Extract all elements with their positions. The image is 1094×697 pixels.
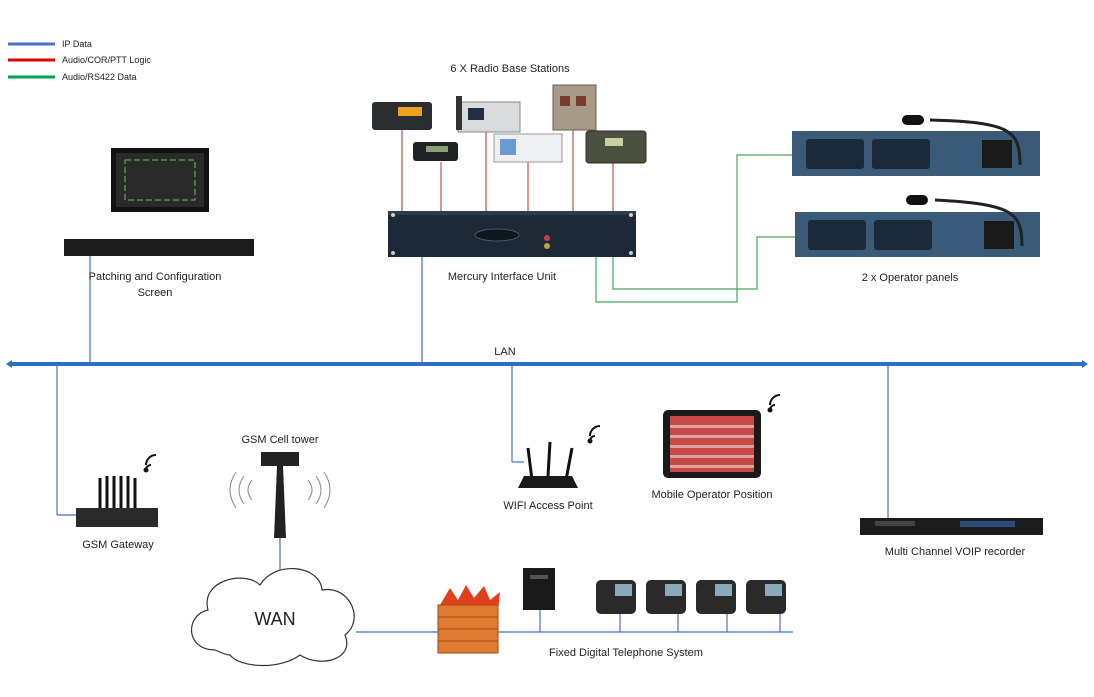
patching-configuration-screen xyxy=(64,148,254,256)
wifi-access-point xyxy=(518,425,601,488)
radio-5-icon xyxy=(552,84,597,131)
operator-panel-1 xyxy=(792,115,1040,176)
wan-cloud: WAN xyxy=(191,568,355,667)
mercury-interface-unit xyxy=(388,211,636,257)
gsm-tower-label: GSM Cell tower xyxy=(241,434,318,446)
gsm-gateway-label: GSM Gateway xyxy=(82,539,154,551)
phone-icon xyxy=(596,580,636,614)
voip-recorder xyxy=(860,518,1043,535)
patching-label-line1: Patching and Configuration xyxy=(89,271,222,283)
mobile-operator-tablet xyxy=(663,394,781,478)
legend-label-rs422: Audio/RS422 Data xyxy=(62,72,137,82)
operator-panels-label: 2 x Operator panels xyxy=(862,272,959,284)
audio-links xyxy=(401,130,614,212)
legend-label-ip: IP Data xyxy=(62,39,92,49)
legend: IP Data Audio/COR/PTT Logic Audio/RS422 … xyxy=(8,39,151,82)
rs422-links xyxy=(595,154,795,303)
wireless-icon xyxy=(143,454,157,473)
radio-3-icon xyxy=(456,96,521,133)
telephone-system-label: Fixed Digital Telephone System xyxy=(549,647,703,659)
radio-6-icon xyxy=(585,130,647,164)
lan-label: LAN xyxy=(494,346,515,358)
radio-2-icon xyxy=(413,142,458,161)
wireless-icon xyxy=(587,425,601,444)
desk-phones xyxy=(596,580,786,614)
wireless-icon xyxy=(767,394,781,413)
miu-label: Mercury Interface Unit xyxy=(448,271,556,283)
pbx-server-icon xyxy=(523,568,555,610)
phone-icon xyxy=(746,580,786,614)
phone-icon xyxy=(646,580,686,614)
legend-label-audio: Audio/COR/PTT Logic xyxy=(62,55,151,65)
radio-4-icon xyxy=(493,133,563,163)
gsm-cell-tower-icon xyxy=(229,452,331,538)
operator-panel-2 xyxy=(795,195,1040,257)
radio-base-stations xyxy=(372,84,647,164)
wifi-label: WIFI Access Point xyxy=(503,500,592,512)
gsm-gateway xyxy=(76,454,158,527)
ip-links xyxy=(56,256,889,633)
firewall-icon xyxy=(437,585,500,654)
voip-recorder-label: Multi Channel VOIP recorder xyxy=(885,546,1026,558)
patching-label-line2: Screen xyxy=(138,287,173,299)
wan-label: WAN xyxy=(254,609,295,629)
phone-icon xyxy=(696,580,736,614)
radios-title: 6 X Radio Base Stations xyxy=(450,63,570,75)
mobile-operator-label: Mobile Operator Position xyxy=(651,489,772,501)
radio-1-icon xyxy=(372,102,432,130)
